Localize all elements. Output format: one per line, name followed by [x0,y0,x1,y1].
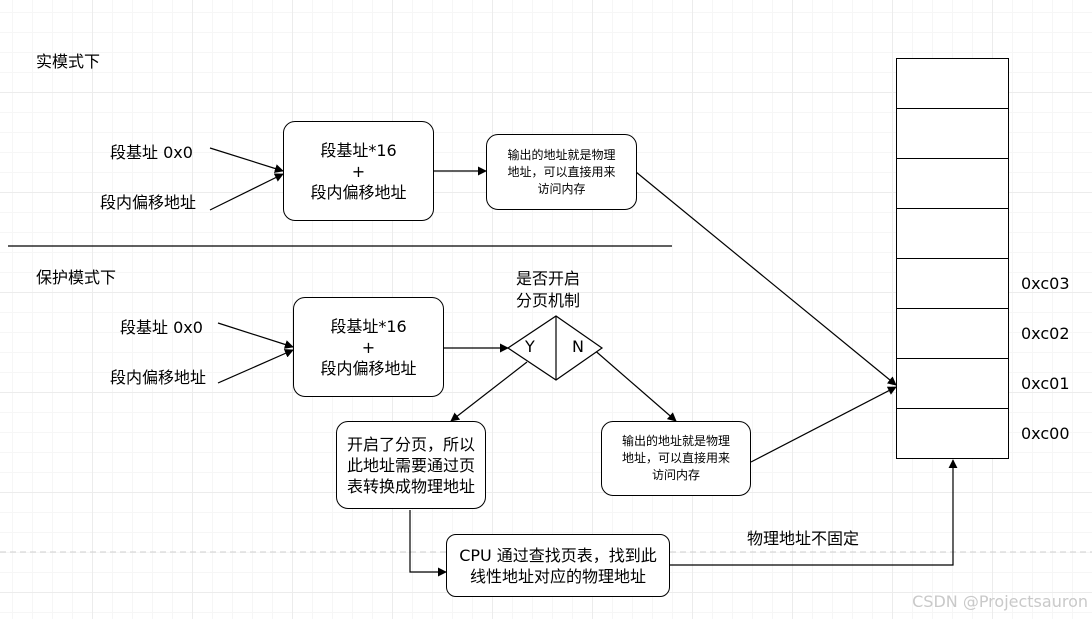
memory-address-label: 0xc03 [1021,274,1070,293]
memory-address-label: 0xc01 [1021,374,1070,393]
real-calc-box: 段基址*16 + 段内偏移地址 [283,121,434,221]
memory-cell [897,309,1008,359]
watermark: CSDN @Projectsauron [912,592,1088,611]
cpu-line-2: 线性地址对应的物理地址 [469,566,646,586]
decision-question-line-2: 分页机制 [516,291,581,310]
arrow-decision-no [583,340,677,422]
arrow-real-base [209,147,284,173]
cpu-line-1: CPU 通过查找页表，找到此 [459,545,657,565]
calc-line-1: 段基址*16 [330,316,407,336]
memory-cell [897,359,1008,409]
arrow-real-offset [209,173,284,211]
memory-cell [897,409,1008,459]
output-line-3: 访问内存 [537,181,586,196]
memory-cell [897,159,1008,209]
arrow-prot-base [217,322,294,349]
cpu-box: CPU 通过查找页表，找到此 线性地址对应的物理地址 [446,534,670,597]
physical-address-note: 物理地址不固定 [747,529,860,548]
output-line-1: 输出的地址就是物理 [621,434,730,448]
real-input-base-label: 段基址 0x0 [110,143,193,162]
calc-line-2: + [351,161,366,181]
prot-input-base-label: 段基址 0x0 [120,318,203,337]
calc-line-1: 段基址*16 [320,140,397,160]
paging-line-3: 表转换成物理地址 [346,476,475,496]
memory-address-label: 0xc00 [1021,424,1070,443]
real-output-box: 输出的地址就是物理 地址，可以直接用来 访问内存 [486,134,637,210]
arrow-prot-offset [217,349,294,384]
prot-input-offset-label: 段内偏移地址 [110,368,207,387]
memory-cell [897,59,1008,109]
paging-line-2: 此地址需要通过页 [346,455,475,475]
paging-line-1: 开启了分页，所以 [346,434,475,454]
arrow-real-output-to-memory [635,171,897,386]
calc-line-2: + [361,337,376,357]
protected-mode-heading: 保护模式下 [36,268,117,287]
arrow-cpu-to-memory [670,459,958,566]
arrow-prot-output-to-memory [750,386,897,463]
output-line-2: 地址，可以直接用来 [621,451,730,465]
decision-yes-label: Y [525,337,535,356]
decision-no-label: N [572,337,584,356]
memory-cell [897,259,1008,309]
real-input-offset-label: 段内偏移地址 [100,193,197,212]
calc-line-3: 段内偏移地址 [310,182,407,202]
memory-block [896,58,1009,459]
paging-box: 开启了分页，所以 此地址需要通过页 表转换成物理地址 [336,421,486,509]
memory-address-label: 0xc02 [1021,324,1070,343]
output-line-1: 输出的地址就是物理 [507,147,616,162]
arrow-decision-yes [450,361,528,422]
memory-cell [897,109,1008,159]
decision-diamond [506,315,604,381]
real-mode-heading: 实模式下 [36,52,101,71]
output-line-3: 访问内存 [651,468,700,482]
arrow-paging-to-cpu [409,510,447,577]
calc-line-3: 段内偏移地址 [320,358,417,378]
output-line-2: 地址，可以直接用来 [507,164,616,179]
memory-cell [897,209,1008,259]
decision-question-line-1: 是否开启 [516,269,581,288]
prot-calc-box: 段基址*16 + 段内偏移地址 [293,297,444,397]
prot-output-box: 输出的地址就是物理 地址，可以直接用来 访问内存 [601,421,751,496]
